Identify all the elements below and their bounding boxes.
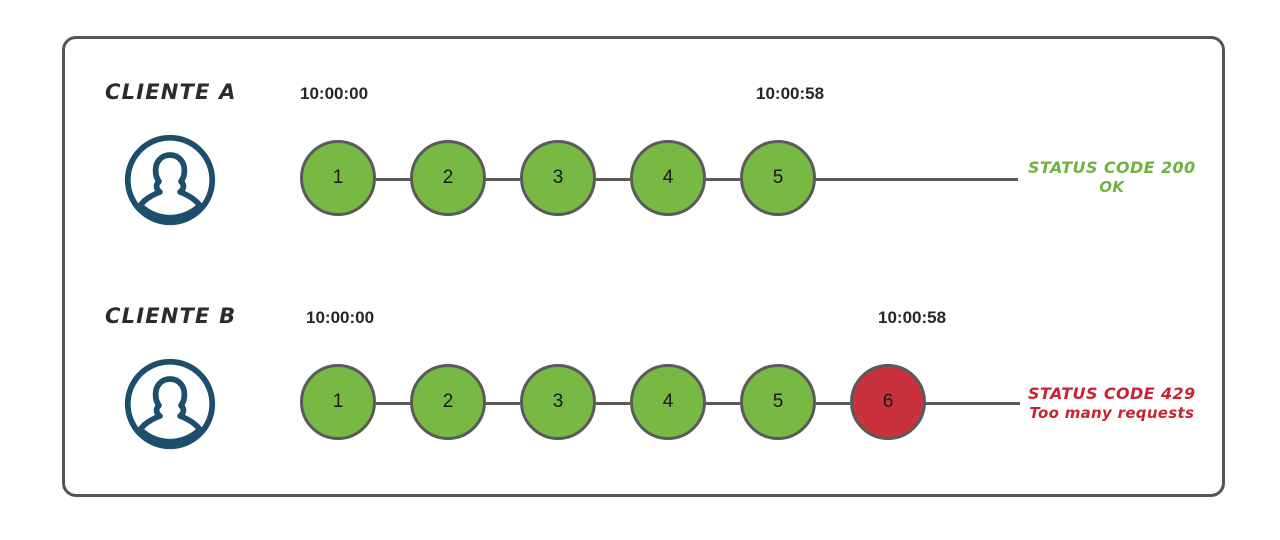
status-badge-b: STATUS CODE 429 Too many requests (1028, 384, 1196, 424)
status-connector-b (924, 402, 1020, 405)
connector (706, 178, 740, 181)
connector (596, 178, 630, 181)
request-node[interactable]: 2 (410, 364, 486, 440)
request-node-blocked[interactable]: 6 (850, 364, 926, 440)
timestamp-start-b: 10:00:00 (306, 308, 375, 327)
status-detail-text: OK (1099, 178, 1125, 197)
user-avatar-icon (122, 132, 218, 228)
connector (376, 402, 410, 405)
connector (486, 402, 520, 405)
request-node[interactable]: 5 (740, 140, 816, 216)
status-code-text: STATUS CODE 200 (1028, 158, 1196, 177)
request-node[interactable]: 3 (520, 140, 596, 216)
request-node[interactable]: 3 (520, 364, 596, 440)
timestamp-end-b: 10:00:58 (878, 308, 947, 327)
connector (706, 402, 740, 405)
status-badge-a: STATUS CODE 200 OK (1028, 158, 1196, 198)
connector (816, 402, 850, 405)
request-node[interactable]: 4 (630, 140, 706, 216)
status-detail-text: Too many requests (1029, 404, 1195, 423)
request-node[interactable]: 1 (300, 364, 376, 440)
connector (596, 402, 630, 405)
timestamp-end-a: 10:00:58 (756, 84, 825, 103)
user-avatar-icon (122, 356, 218, 452)
request-node[interactable]: 1 (300, 140, 376, 216)
request-node[interactable]: 4 (630, 364, 706, 440)
request-node[interactable]: 5 (740, 364, 816, 440)
timestamp-start-a: 10:00:00 (300, 84, 369, 103)
connector (486, 178, 520, 181)
connector (376, 178, 410, 181)
client-label-b: CLIENTE B (105, 304, 237, 328)
status-code-text: STATUS CODE 429 (1028, 384, 1196, 403)
diagram-frame (62, 36, 1225, 497)
request-node[interactable]: 2 (410, 140, 486, 216)
client-label-a: CLIENTE A (105, 80, 237, 104)
status-connector-a (814, 178, 1018, 181)
